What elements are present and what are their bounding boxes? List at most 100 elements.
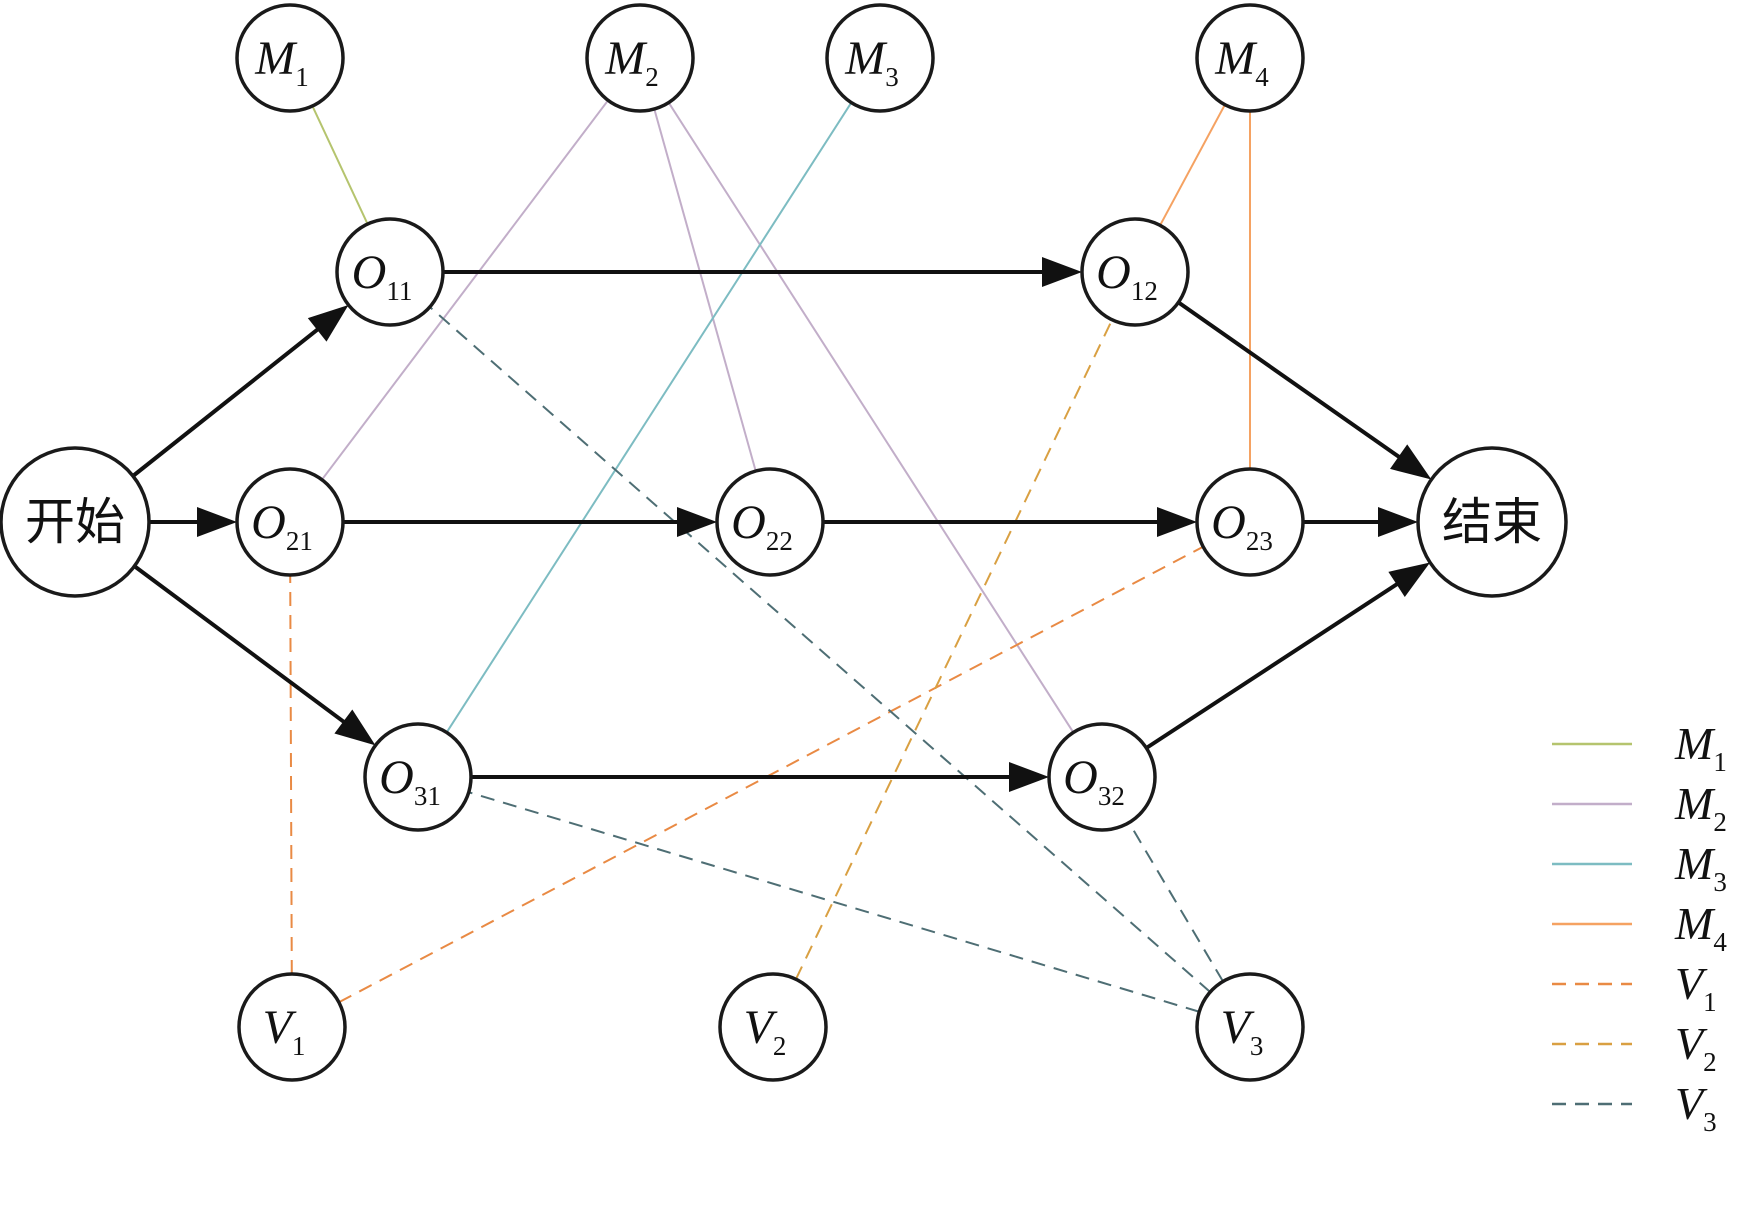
node-label-main: V [263,1001,297,1054]
flow-o31-to-o32 [471,762,1049,792]
node-label-subscript: 4 [1255,62,1269,92]
node-label-main: M [604,32,648,85]
arrowhead-icon [1388,562,1431,597]
legend-item-v3: V3 [1552,1078,1717,1137]
node-m3: M3 [825,3,935,113]
node-label: M3 [844,32,898,92]
node-o21: O21 [235,467,345,577]
flow-start-to-o31 [133,564,376,746]
legend-label-subscript: 4 [1713,927,1727,957]
node-label: O21 [251,496,313,556]
node-o12: O12 [1080,217,1190,327]
arrowhead-icon [1009,762,1049,792]
node-start: 开始 [0,446,151,598]
node-label: O12 [1096,246,1158,306]
legend-item-v1: V1 [1552,958,1717,1017]
link-m3-o31 [445,102,853,733]
node-label: M1 [254,32,308,92]
legend-label: V3 [1675,1078,1717,1137]
node-label: M4 [1214,32,1269,92]
arrowhead-icon [677,507,717,537]
node-label-subscript: 1 [292,1031,306,1061]
node-label: 结束 [1442,493,1542,551]
node-label: O11 [352,246,413,306]
link-m2-o22 [653,108,757,472]
node-label-main: V [744,1001,778,1054]
flow-o23-to-end [1303,507,1418,537]
node-label: O32 [1063,751,1125,811]
link-m2-o21 [321,99,609,481]
node-label: 开始 [25,493,125,551]
node-v2: V2 [718,972,828,1082]
node-o23: O23 [1195,467,1305,577]
legend-label-subscript: 2 [1703,1047,1717,1077]
arrowhead-icon [1042,257,1082,287]
link-m1-o11 [311,105,369,225]
legend-label-subscript: 1 [1713,747,1727,777]
legend-item-m4: M4 [1552,898,1727,957]
link-v2-o12 [795,319,1113,980]
legend-label-main: M [1674,838,1716,889]
legend-label-subscript: 3 [1703,1107,1717,1137]
node-label-main: O [379,751,414,804]
node-end: 结束 [1416,446,1568,598]
legend-label-subscript: 2 [1713,807,1727,837]
legend-label-main: M [1674,898,1716,949]
node-label-subscript: 3 [1250,1031,1264,1061]
node-label-subscript: 11 [386,276,412,306]
flow-o11-to-o12 [443,257,1082,287]
legend-label-main: M [1674,778,1716,829]
legend-label-main: V [1675,1018,1708,1069]
flow-o21-to-o22 [343,507,717,537]
node-o32: O32 [1047,722,1157,832]
node-label-main: O [251,496,286,549]
node-label-subscript: 12 [1131,276,1158,306]
node-label-main: M [844,32,888,85]
flow-o32-to-end [1145,562,1431,750]
link-v1-o21 [289,574,293,975]
node-label-subscript: 21 [286,526,313,556]
legend-label-main: M [1674,718,1716,769]
flow-o12-to-end [1177,300,1432,480]
process-flow-edges [131,257,1432,792]
legend-label: M4 [1674,898,1727,957]
node-m4: M4 [1195,3,1305,113]
node-label-subscript: 2 [773,1031,787,1061]
node-label-subscript: 2 [645,62,659,92]
node-label-main: O [731,496,766,549]
legend-label-subscript: 1 [1703,987,1717,1017]
node-label-subscript: 1 [295,62,309,92]
legend-item-m1: M1 [1552,718,1727,777]
arrowhead-icon [1378,507,1418,537]
legend-label-main: V [1675,1078,1708,1129]
legend-item-m3: M3 [1552,838,1727,897]
node-label-main: O [352,246,387,299]
legend-label: M2 [1674,778,1727,837]
node-label: V1 [263,1001,306,1061]
node-label-subscript: 31 [414,781,441,811]
resource-links [289,99,1251,1013]
node-label-main: M [254,32,298,85]
node-label: M2 [604,32,658,92]
node-o11: O11 [335,217,445,327]
arrowhead-icon [1157,507,1197,537]
node-label: V3 [1221,1001,1264,1061]
node-v3: V3 [1195,972,1305,1082]
flow-o22-to-o23 [823,507,1197,537]
legend-label-subscript: 3 [1713,867,1727,897]
legend-item-m2: M2 [1552,778,1727,837]
link-v3-o31 [468,791,1200,1013]
node-label-subscript: 32 [1098,781,1125,811]
arrowhead-icon [307,304,349,342]
legend-label: V1 [1675,958,1717,1017]
node-o31: O31 [363,722,473,832]
node-label: O22 [731,496,793,556]
node-m2: M2 [585,3,695,113]
legend-label-main: V [1675,958,1708,1009]
link-v3-o32 [1128,822,1224,982]
flow-start-to-o11 [131,304,349,478]
link-v3-o11 [429,306,1211,993]
arrowhead-icon [197,507,237,537]
